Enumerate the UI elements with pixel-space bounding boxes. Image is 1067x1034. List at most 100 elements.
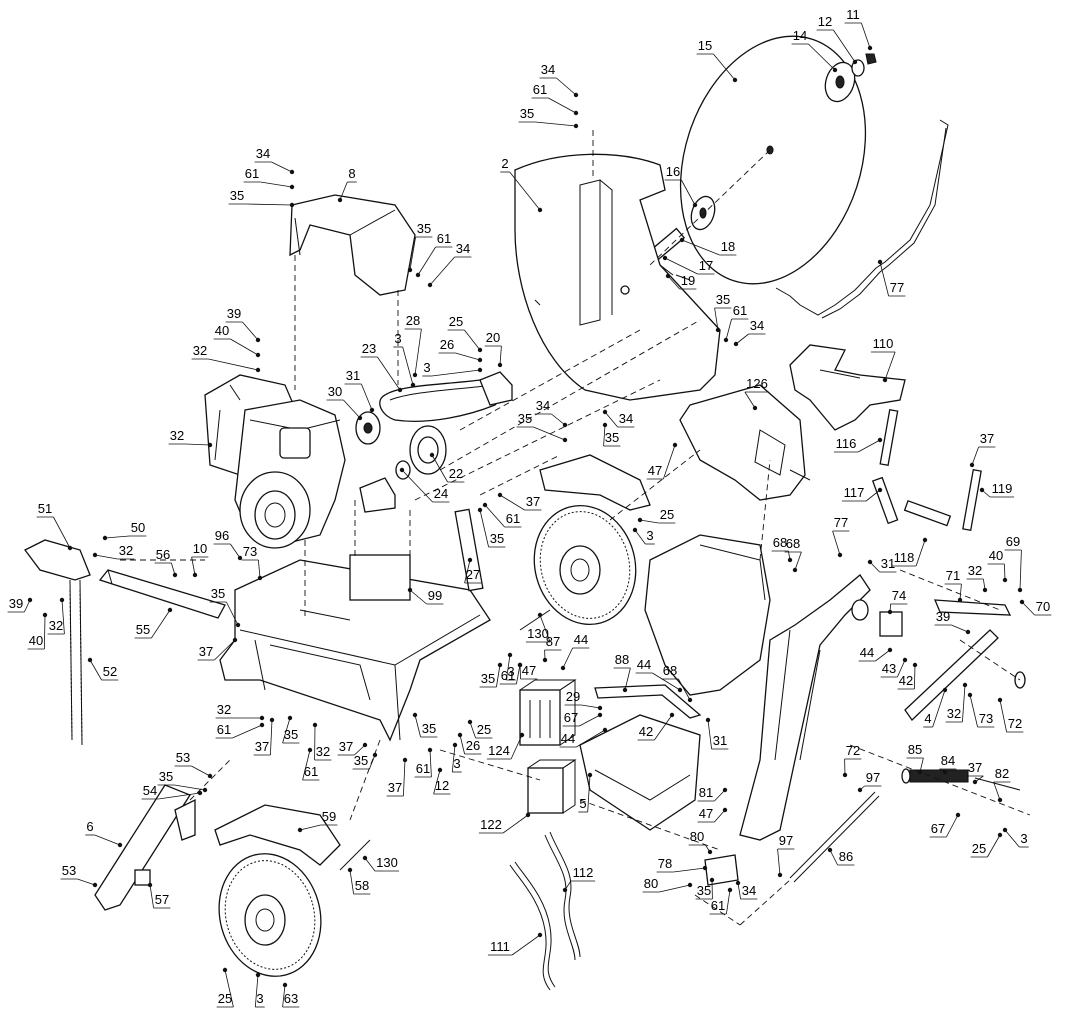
- callout-label: 12: [435, 778, 449, 793]
- callout-label: 47: [522, 663, 536, 678]
- flat-bar: [594, 684, 702, 719]
- callout-leader: [414, 714, 421, 738]
- callout-label: 11: [846, 7, 860, 22]
- hopper-chute: [679, 384, 811, 501]
- callout-label: 6: [86, 819, 93, 834]
- callout-label: 37: [526, 494, 540, 509]
- callout-leader: [714, 307, 719, 331]
- callout-label: 32: [49, 618, 63, 633]
- callout-leader: [829, 849, 838, 866]
- callout-leader: [859, 785, 865, 791]
- callout-leader: [511, 934, 541, 956]
- callout-leader: [226, 601, 239, 626]
- callout-leader: [832, 530, 841, 556]
- callout-label: 15: [698, 38, 712, 53]
- callout-label: 80: [644, 876, 658, 891]
- callout-label: 61: [733, 303, 747, 318]
- callout-leader: [707, 719, 712, 750]
- callout-label: 97: [866, 770, 880, 785]
- callout-label: 68: [663, 663, 677, 678]
- callout-leader: [230, 338, 259, 356]
- callout-leader: [349, 869, 354, 895]
- callout-leader: [510, 734, 523, 760]
- callout-leader: [403, 759, 406, 797]
- callout-leaders: [7, 22, 1052, 1008]
- callout-label: 32: [968, 563, 982, 578]
- callout-leader: [505, 654, 511, 681]
- upright-27: [454, 508, 484, 592]
- battery: [527, 759, 577, 814]
- callout-leader: [271, 161, 293, 173]
- callout-leader: [535, 121, 577, 127]
- callout-leader: [242, 321, 259, 341]
- callout-leader: [509, 171, 541, 211]
- callout-label: 116: [836, 436, 857, 451]
- callout-leader: [999, 699, 1007, 733]
- callout-label: 118: [894, 550, 915, 565]
- wheel-upper: [533, 504, 637, 626]
- callout-leader: [499, 345, 502, 366]
- callout-leader: [149, 884, 154, 909]
- callout-leader: [581, 704, 601, 709]
- callout-leader: [1021, 601, 1035, 616]
- callout-label: 70: [1036, 599, 1050, 614]
- callout-label: 35: [481, 671, 495, 686]
- callout-label: 20: [486, 330, 500, 345]
- callout-leader: [377, 356, 401, 391]
- parts-artwork: [24, 35, 1026, 991]
- callout-leader: [302, 749, 311, 781]
- callout-leader: [576, 729, 606, 748]
- callout-leader: [502, 814, 529, 834]
- callout-leader: [737, 882, 741, 900]
- axle-130-upper: [519, 609, 551, 631]
- callout-label: 34: [536, 398, 550, 413]
- callout-leader: [1004, 829, 1020, 848]
- callout-leader: [993, 781, 1001, 801]
- callout-leader: [539, 614, 551, 643]
- callout-label: 52: [103, 664, 117, 679]
- callout-label: 37: [199, 644, 213, 659]
- callout-label: 68: [786, 536, 800, 551]
- callout-label: 44: [574, 632, 588, 647]
- callout-leader: [230, 543, 241, 559]
- callout-label: 63: [284, 991, 298, 1006]
- feed-chute: [644, 534, 771, 696]
- callout-leader: [354, 744, 366, 756]
- callout-leader: [713, 53, 736, 81]
- callout-leader: [654, 714, 673, 741]
- callout-leader: [158, 792, 201, 800]
- callout-label: 35: [716, 292, 730, 307]
- callout-label: 32: [170, 428, 184, 443]
- callout-leader: [484, 504, 505, 528]
- callout-label: 72: [846, 743, 860, 758]
- callout-leader: [777, 848, 781, 876]
- brackets: [871, 408, 982, 531]
- callout-label: 35: [284, 727, 298, 742]
- callout-label: 61: [245, 166, 259, 181]
- callout-label: 35: [422, 721, 436, 736]
- front-leg: [94, 784, 196, 911]
- callout-leader: [603, 424, 606, 447]
- callout-leader: [897, 659, 906, 678]
- callout-leader: [174, 784, 206, 791]
- callout-leader: [245, 203, 293, 206]
- callout-leader: [705, 844, 711, 853]
- callout-label: 68: [773, 535, 787, 550]
- callout-label: 3: [646, 528, 653, 543]
- callout-label: 77: [834, 515, 848, 530]
- callout-label: 25: [449, 314, 463, 329]
- callout-label: 25: [972, 841, 986, 856]
- battery-tray: [579, 714, 701, 831]
- callout-leader: [364, 857, 376, 872]
- callout-leader: [939, 768, 946, 773]
- callout-leader: [479, 509, 489, 548]
- callout-label: 50: [131, 520, 145, 535]
- callout-label: 122: [480, 817, 502, 832]
- callout-leader: [77, 878, 96, 886]
- callout-label: 28: [406, 313, 420, 328]
- callout-leader: [889, 603, 891, 613]
- callout-label: 17: [699, 258, 713, 273]
- callout-leader: [343, 399, 361, 419]
- callout-leader: [417, 246, 436, 276]
- callout-leader: [519, 664, 521, 680]
